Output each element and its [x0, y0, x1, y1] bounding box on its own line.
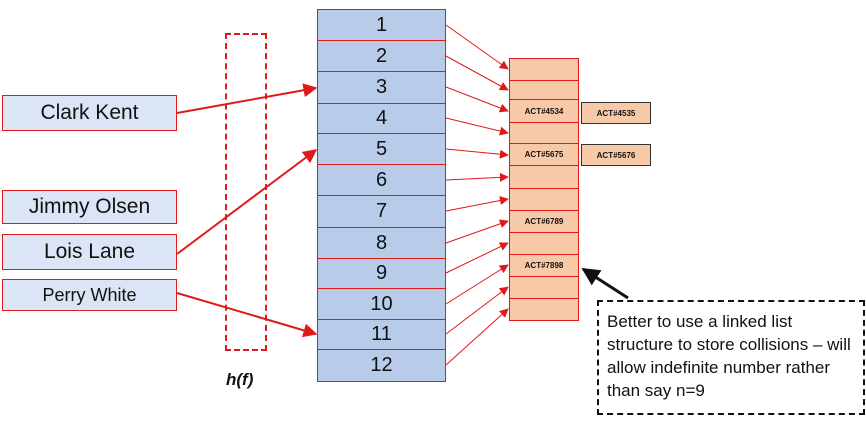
bucket-6: [509, 165, 579, 189]
arrow-perry-white: [176, 292, 318, 338]
arrow-slot-6: [445, 172, 509, 182]
hash-slot-11: 11: [317, 319, 446, 350]
name-box-clark-kent: Clark Kent: [2, 95, 177, 131]
overflow-box-act4535: ACT#4535: [581, 102, 651, 124]
arrow-slot-1: [445, 24, 509, 70]
hash-slot-1: 1: [317, 9, 446, 41]
hash-slot-12: 12: [317, 349, 446, 382]
hash-function-label: h(f): [226, 370, 254, 389]
arrow-slot-3: [445, 86, 509, 113]
arrow-slot-9: [445, 242, 509, 274]
arrow-slot-4: [445, 117, 509, 136]
arrow-slot-11: [445, 286, 509, 335]
hash-slot-2: 2: [317, 40, 446, 72]
hash-slot-3: 3: [317, 71, 446, 104]
arrow-lois-lane: [176, 149, 318, 255]
bucket-3: ACT#4534: [509, 99, 579, 123]
collision-note: Better to use a linked list structure to…: [597, 300, 865, 415]
bucket-12: [509, 298, 579, 321]
name-box-perry-white: Perry White: [2, 279, 177, 311]
hash-slot-10: 10: [317, 288, 446, 320]
arrow-clark-kent: [176, 83, 318, 114]
arrow-slot-10: [445, 264, 509, 305]
arrow-note-callout: [581, 267, 629, 300]
arrow-slot-5: [445, 148, 509, 159]
hash-slot-8: 8: [317, 227, 446, 259]
hash-slot-7: 7: [317, 195, 446, 228]
name-box-jimmy-olsen: Jimmy Olsen: [2, 190, 177, 224]
name-box-lois-lane: Lois Lane: [2, 234, 177, 270]
arrow-slot-2: [445, 55, 509, 91]
hash-function-box: [225, 33, 267, 351]
hash-slot-6: 6: [317, 164, 446, 196]
arrow-slot-7: [445, 196, 509, 212]
arrow-slot-12: [445, 308, 509, 366]
arrow-slot-8: [445, 219, 509, 244]
overflow-box-act5676: ACT#5676: [581, 144, 651, 166]
